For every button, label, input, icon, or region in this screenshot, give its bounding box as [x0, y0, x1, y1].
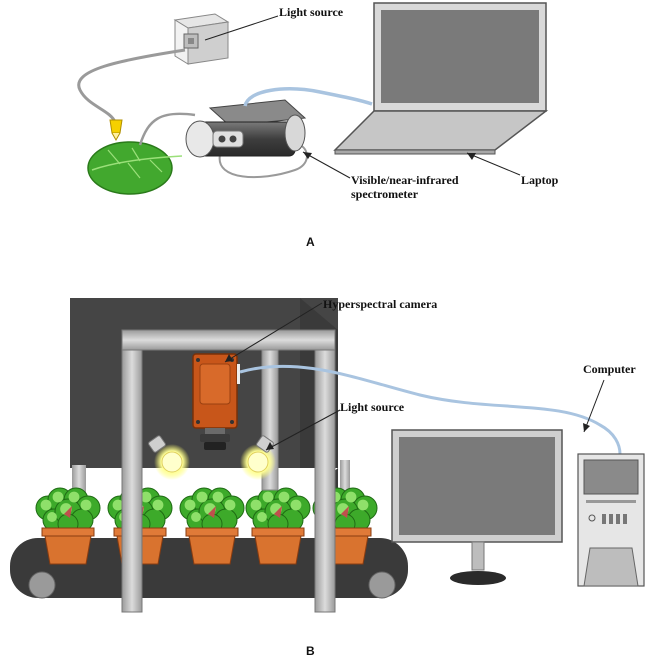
potted-plant-icon — [179, 487, 245, 565]
potted-plant-icon — [245, 487, 311, 565]
panel-b-letter: B — [306, 644, 315, 658]
laptop-label: Laptop — [521, 173, 559, 187]
fiber-probe-icon — [109, 119, 123, 134]
light-source-label-b: Light source — [340, 400, 405, 414]
hyperspectral-camera-icon — [192, 353, 240, 450]
hyperspectral-camera-label: Hyperspectral camera — [323, 297, 437, 311]
spectrometer-label-line2: spectrometer — [351, 187, 419, 201]
spectrometer-label-line1: Visible/near-infrared — [351, 173, 459, 187]
laptop-pointer — [466, 152, 521, 176]
camera-pointer — [224, 302, 323, 363]
panel-a-letter: A — [306, 235, 315, 249]
conveyor-belt — [10, 538, 408, 599]
usb-cable — [243, 87, 373, 107]
computer-label: Computer — [583, 362, 636, 376]
computer-pointer — [583, 379, 605, 433]
spectrometer-pointer — [302, 151, 351, 179]
panel-a: Light source — [77, 2, 559, 249]
monitor-icon — [391, 429, 563, 585]
potted-plant-icon — [35, 487, 101, 565]
panel-b: Hyperspectral camera Light source Comput… — [10, 297, 645, 658]
fiber-cable-leaf — [138, 112, 196, 146]
gantry-frame — [121, 329, 336, 613]
probe-tip-icon — [111, 132, 121, 142]
camera-cable — [239, 364, 622, 455]
light-source-lamp-left — [148, 435, 190, 480]
light-source-box — [173, 13, 230, 65]
computer-tower-icon — [577, 453, 645, 587]
fiber-cable-light — [77, 48, 186, 123]
spectrometer — [185, 99, 307, 158]
light-source-pointer-b — [265, 409, 341, 451]
light-source-pointer — [204, 15, 279, 41]
light-source-label: Light source — [279, 5, 344, 19]
leaf-icon — [87, 141, 183, 195]
laptop-icon — [333, 2, 549, 155]
